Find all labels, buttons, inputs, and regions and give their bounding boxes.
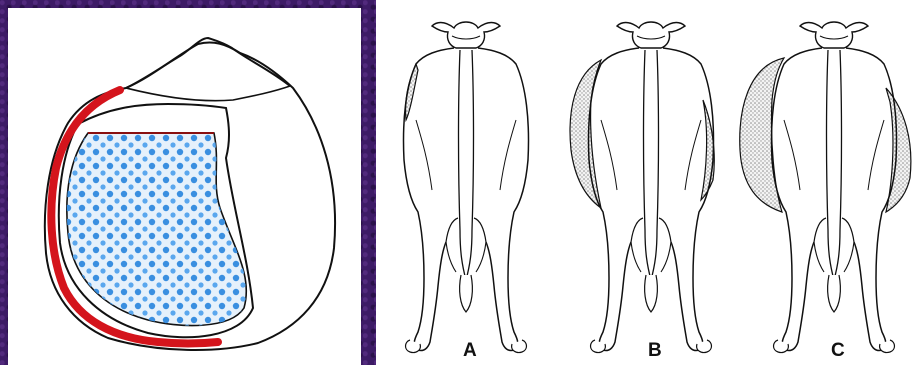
rumen-diagram (8, 8, 361, 365)
cow-rear-views-panel: A B C (376, 0, 915, 365)
cow-b (570, 22, 714, 353)
cow-rear-views: A B C (376, 0, 915, 365)
rumen-diagram-panel (8, 8, 361, 365)
cow-b-label: B (648, 340, 662, 361)
cow-a-label: A (463, 340, 477, 361)
cow-a (404, 22, 529, 353)
cow-c-label: C (831, 340, 845, 361)
cow-c (740, 22, 911, 353)
cow-b-swelling (570, 60, 601, 208)
